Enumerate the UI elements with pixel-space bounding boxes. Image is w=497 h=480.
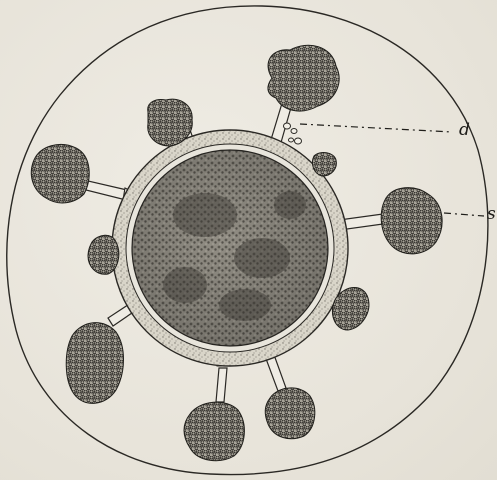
label-s: s — [487, 206, 496, 223]
leader-s — [444, 213, 484, 216]
cluster-right — [381, 188, 442, 254]
cluster-top-right — [268, 45, 339, 111]
cluster-left-small — [88, 235, 119, 274]
cluster-bottom-center — [184, 402, 244, 461]
cluster-left — [31, 144, 89, 203]
cluster-bottom-left — [66, 323, 123, 404]
leader-d — [300, 124, 452, 132]
cluster-right-upper-small — [312, 153, 336, 176]
cluster-top-left — [148, 99, 193, 146]
droplets — [284, 123, 302, 144]
label-d: d — [459, 122, 470, 139]
cluster-bottom-right — [265, 388, 315, 439]
